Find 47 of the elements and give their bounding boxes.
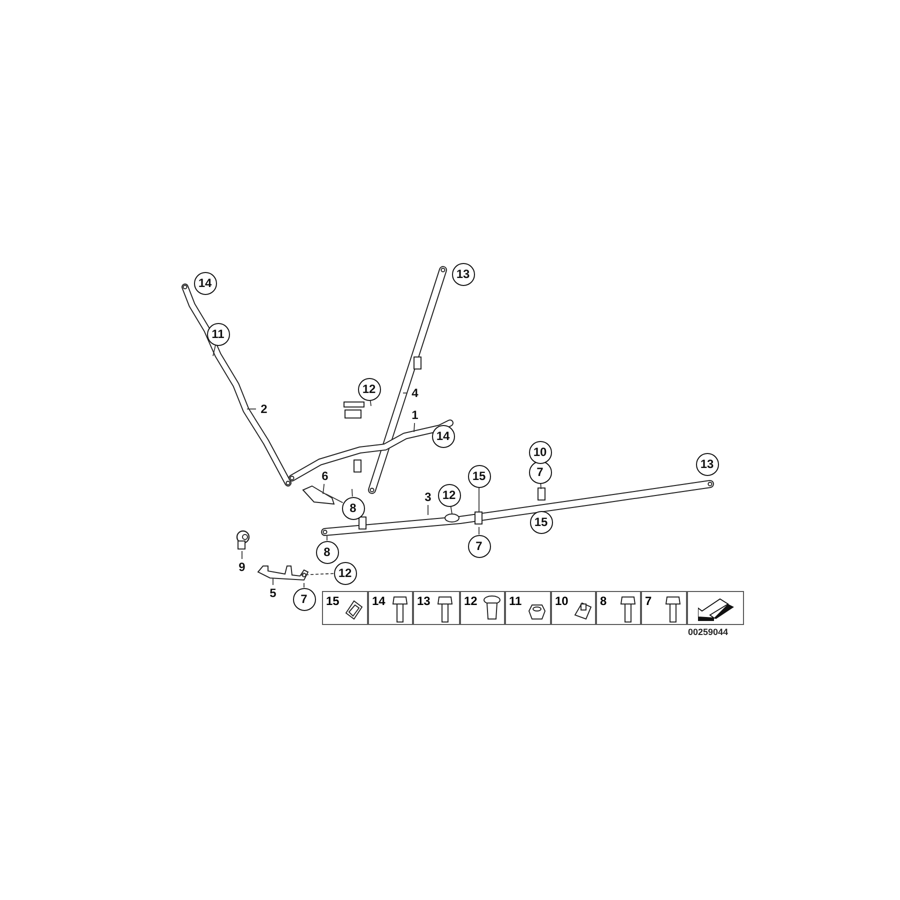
- callout-number: 5: [267, 586, 279, 600]
- callout-number: 10: [528, 440, 552, 464]
- leader-line: [370, 400, 372, 406]
- callout-number: 15: [468, 464, 490, 488]
- part-number: 10: [555, 594, 568, 608]
- callout-number: 9: [236, 560, 248, 574]
- callout-number: 14: [432, 424, 454, 448]
- part-number: 12: [464, 594, 478, 608]
- part-number: 11: [509, 594, 522, 608]
- leader-line: [272, 578, 274, 586]
- leader-line: [212, 344, 216, 356]
- callout-number: 4: [409, 386, 421, 400]
- callout-number: 13: [452, 262, 474, 286]
- leader-line: [326, 534, 328, 541]
- callout-number: 7: [292, 588, 316, 610]
- callout-number: 7: [528, 460, 552, 484]
- callout-number: 1: [409, 408, 421, 422]
- bracket: [257, 566, 309, 581]
- leader-line: [478, 487, 480, 512]
- part-number: 14: [372, 594, 386, 608]
- bracket: [302, 485, 335, 505]
- leader-line: [326, 494, 344, 504]
- callout-number: 7: [468, 534, 490, 558]
- leader-line: [414, 422, 415, 432]
- strut: [321, 480, 714, 536]
- part-number: 15: [326, 594, 340, 608]
- part-number: 8: [600, 594, 607, 608]
- leader-line: [352, 488, 353, 497]
- leader-line: [246, 408, 256, 410]
- diagram-code: 00259044: [688, 627, 728, 637]
- part-number: 7: [645, 594, 652, 608]
- part-number: 13: [417, 594, 430, 608]
- callout-number: 3: [422, 490, 434, 504]
- bushing: [236, 530, 250, 550]
- callout-number: 2: [258, 402, 270, 416]
- strut: [288, 420, 454, 482]
- callout-number: 14: [194, 272, 216, 294]
- callout-number: 8: [316, 540, 338, 564]
- callout-number: 13: [696, 452, 718, 476]
- leader-line: [478, 526, 480, 535]
- leader-line: [322, 484, 325, 494]
- callout-number: 12: [334, 562, 356, 584]
- leader-line: [450, 506, 452, 514]
- leader-line: [402, 392, 408, 394]
- leader-line: [300, 573, 334, 576]
- callout-number: 6: [319, 468, 331, 484]
- mounting-bracket: [344, 402, 364, 418]
